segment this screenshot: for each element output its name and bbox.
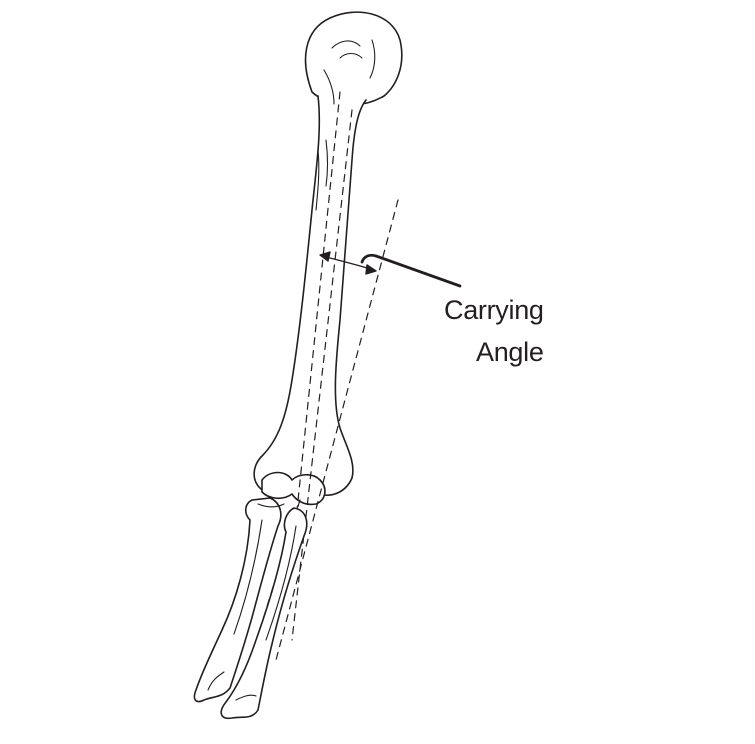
leader-line	[360, 253, 462, 288]
forearm-bones	[193, 497, 308, 720]
carrying-angle-label-line-1: Carrying	[444, 295, 544, 325]
humeral-head-detail	[315, 39, 376, 211]
radius	[220, 507, 308, 720]
carrying-angle-label-line-2: Angle	[476, 337, 544, 367]
forearm-axis-line	[275, 199, 399, 661]
humeral-shaft	[253, 95, 367, 496]
angle-arrowhead-right	[365, 264, 377, 275]
humeral-condyles	[261, 471, 326, 506]
forearm-detail	[207, 503, 297, 701]
carrying-angle-marker	[319, 251, 462, 288]
humerus-axis-line-2	[291, 109, 353, 641]
humerus-axis-line	[295, 91, 341, 521]
ulna	[193, 497, 282, 703]
humeral-head	[304, 11, 403, 106]
angle-arrowhead-left	[319, 251, 331, 262]
